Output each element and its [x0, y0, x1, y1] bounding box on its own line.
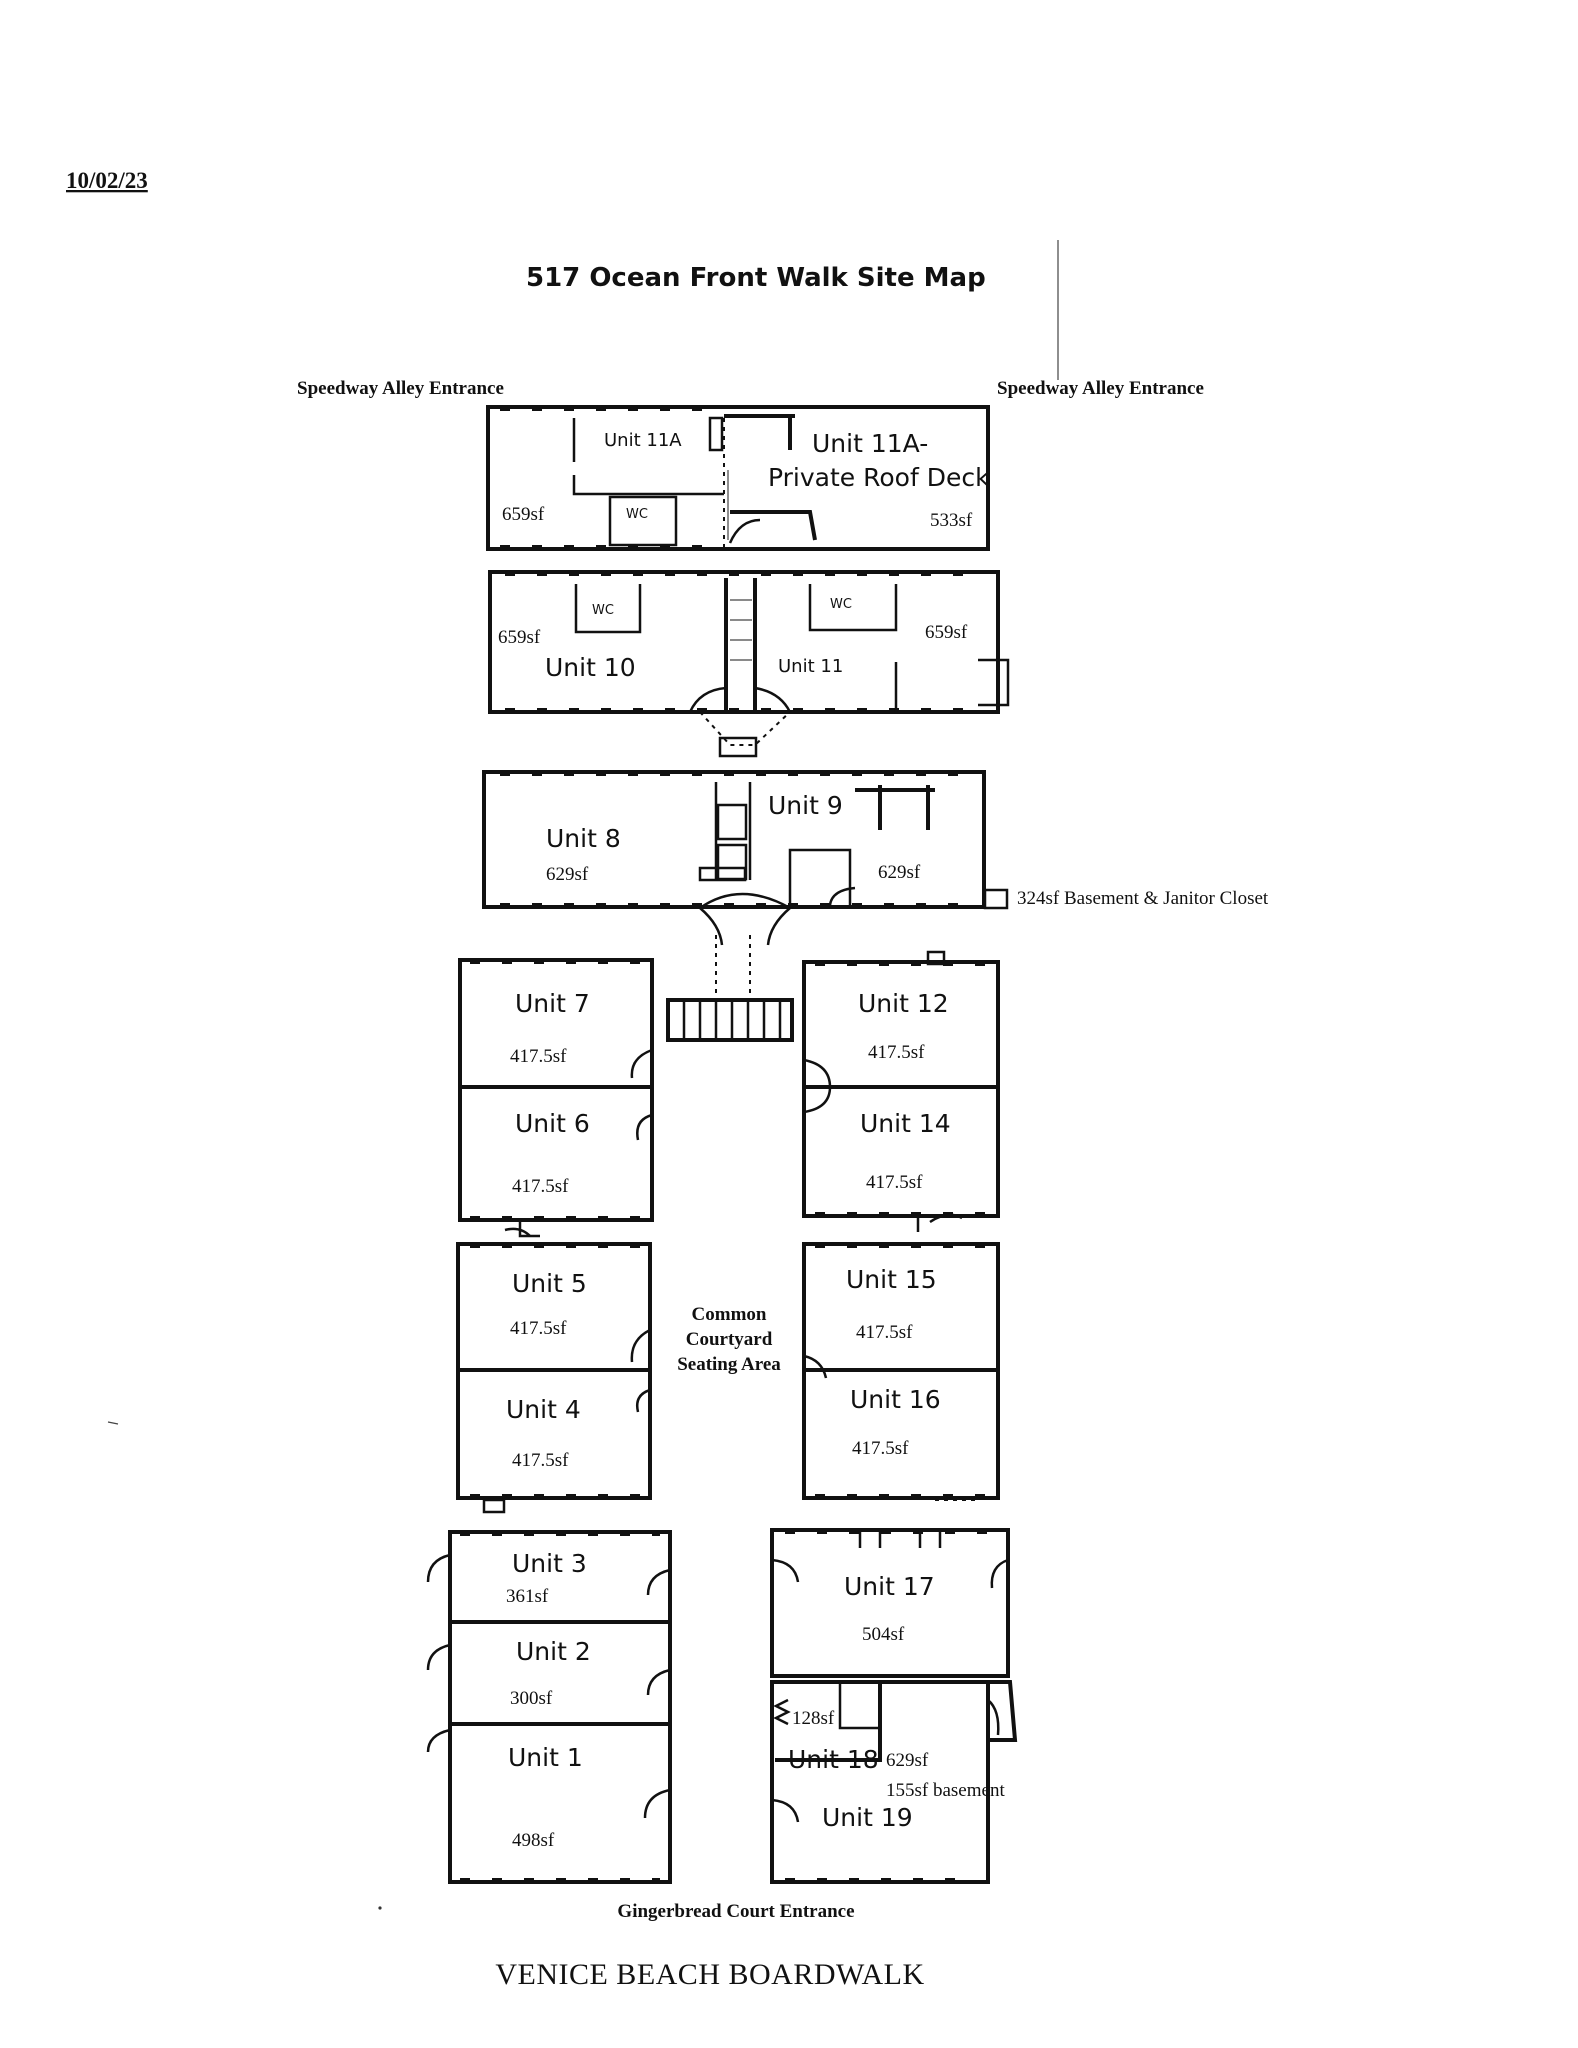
venice-beach-boardwalk: VENICE BEACH BOARDWALK: [495, 1958, 924, 1991]
unit-14-area: 417.5sf: [866, 1172, 923, 1193]
unit-14-label: Unit 14: [860, 1109, 951, 1138]
scan-speck: [378, 1906, 382, 1910]
building-units-8-9: [482, 770, 1009, 946]
unit-9-label: Unit 9: [768, 791, 843, 820]
unit-15-label: Unit 15: [846, 1265, 937, 1294]
unit-11a-deck-label-1: Unit 11A-: [812, 429, 928, 458]
unit-4-label: Unit 4: [506, 1395, 581, 1424]
unit-2-label: Unit 2: [516, 1637, 591, 1666]
building-units-5-4: [456, 1242, 652, 1514]
courtyard-label-2: Courtyard: [686, 1329, 773, 1350]
unit-11a-deck-area: 533sf: [930, 510, 973, 531]
unit-16-label: Unit 16: [850, 1385, 941, 1414]
unit-10-label: Unit 10: [545, 653, 636, 682]
building-units-12-14: [802, 950, 1000, 1232]
building-units-10-11: [488, 570, 1010, 758]
unit-11-label: Unit 11: [778, 656, 843, 677]
unit-9-area: 629sf: [878, 862, 921, 883]
unit-8-label: Unit 8: [546, 824, 621, 853]
central-stair: [666, 935, 794, 1042]
unit-19-basement: 155sf basement: [886, 1780, 1005, 1801]
unit-11a-label: Unit 11A: [604, 430, 682, 451]
courtyard-label-3: Seating Area: [677, 1354, 781, 1375]
unit-2-area: 300sf: [510, 1688, 553, 1709]
unit-5-area: 417.5sf: [510, 1318, 567, 1339]
unit-7-label: Unit 7: [515, 989, 590, 1018]
courtyard-label-1: Common: [692, 1304, 767, 1325]
unit-11-area: 659sf: [925, 622, 968, 643]
unit-4-area: 417.5sf: [512, 1450, 569, 1471]
unit-11-wc-label: WC: [830, 597, 852, 612]
unit-10-wc-label: WC: [592, 603, 614, 618]
unit-3-area: 361sf: [506, 1586, 549, 1607]
date-stamp: 10/02/23: [66, 168, 148, 193]
unit-12-label: Unit 12: [858, 989, 949, 1018]
unit-1-area: 498sf: [512, 1830, 555, 1851]
unit-11a-area: 659sf: [502, 504, 545, 525]
unit-7-area: 417.5sf: [510, 1046, 567, 1067]
building-units-7-6: [458, 958, 654, 1238]
unit-16-area: 417.5sf: [852, 1438, 909, 1459]
unit-11a-deck-label-2: Private Roof Deck: [768, 463, 990, 492]
scan-mark: [107, 1421, 119, 1425]
unit-15-area: 417.5sf: [856, 1322, 913, 1343]
unit-6-label: Unit 6: [515, 1109, 590, 1138]
unit-18-label: Unit 18: [788, 1745, 879, 1774]
basement-janitor-label: 324sf Basement & Janitor Closet: [1017, 888, 1269, 909]
building-units-17-18-19: [770, 1528, 1018, 1884]
unit-17-label: Unit 17: [844, 1572, 935, 1601]
building-unit-11a: [486, 405, 990, 551]
speedway-entrance-right: Speedway Alley Entrance: [997, 378, 1204, 399]
unit-5-label: Unit 5: [512, 1269, 587, 1298]
unit-17-area: 504sf: [862, 1624, 905, 1645]
gingerbread-entrance: Gingerbread Court Entrance: [617, 1901, 854, 1922]
unit-1-label: Unit 1: [508, 1743, 583, 1772]
unit-3-label: Unit 3: [512, 1549, 587, 1578]
building-units-3-2-1: [426, 1530, 672, 1884]
unit-18-area: 128sf: [792, 1708, 835, 1729]
unit-6-area: 417.5sf: [512, 1176, 569, 1197]
unit-19-area: 629sf: [886, 1750, 929, 1771]
unit-12-area: 417.5sf: [868, 1042, 925, 1063]
page-title: 517 Ocean Front Walk Site Map: [526, 263, 986, 293]
unit-8-area: 629sf: [546, 864, 589, 885]
speedway-entrance-left: Speedway Alley Entrance: [297, 378, 504, 399]
unit-10-area: 659sf: [498, 627, 541, 648]
building-units-15-16: [802, 1242, 1000, 1501]
unit-19-label: Unit 19: [822, 1803, 913, 1832]
unit-11a-wc-label: WC: [626, 507, 648, 522]
